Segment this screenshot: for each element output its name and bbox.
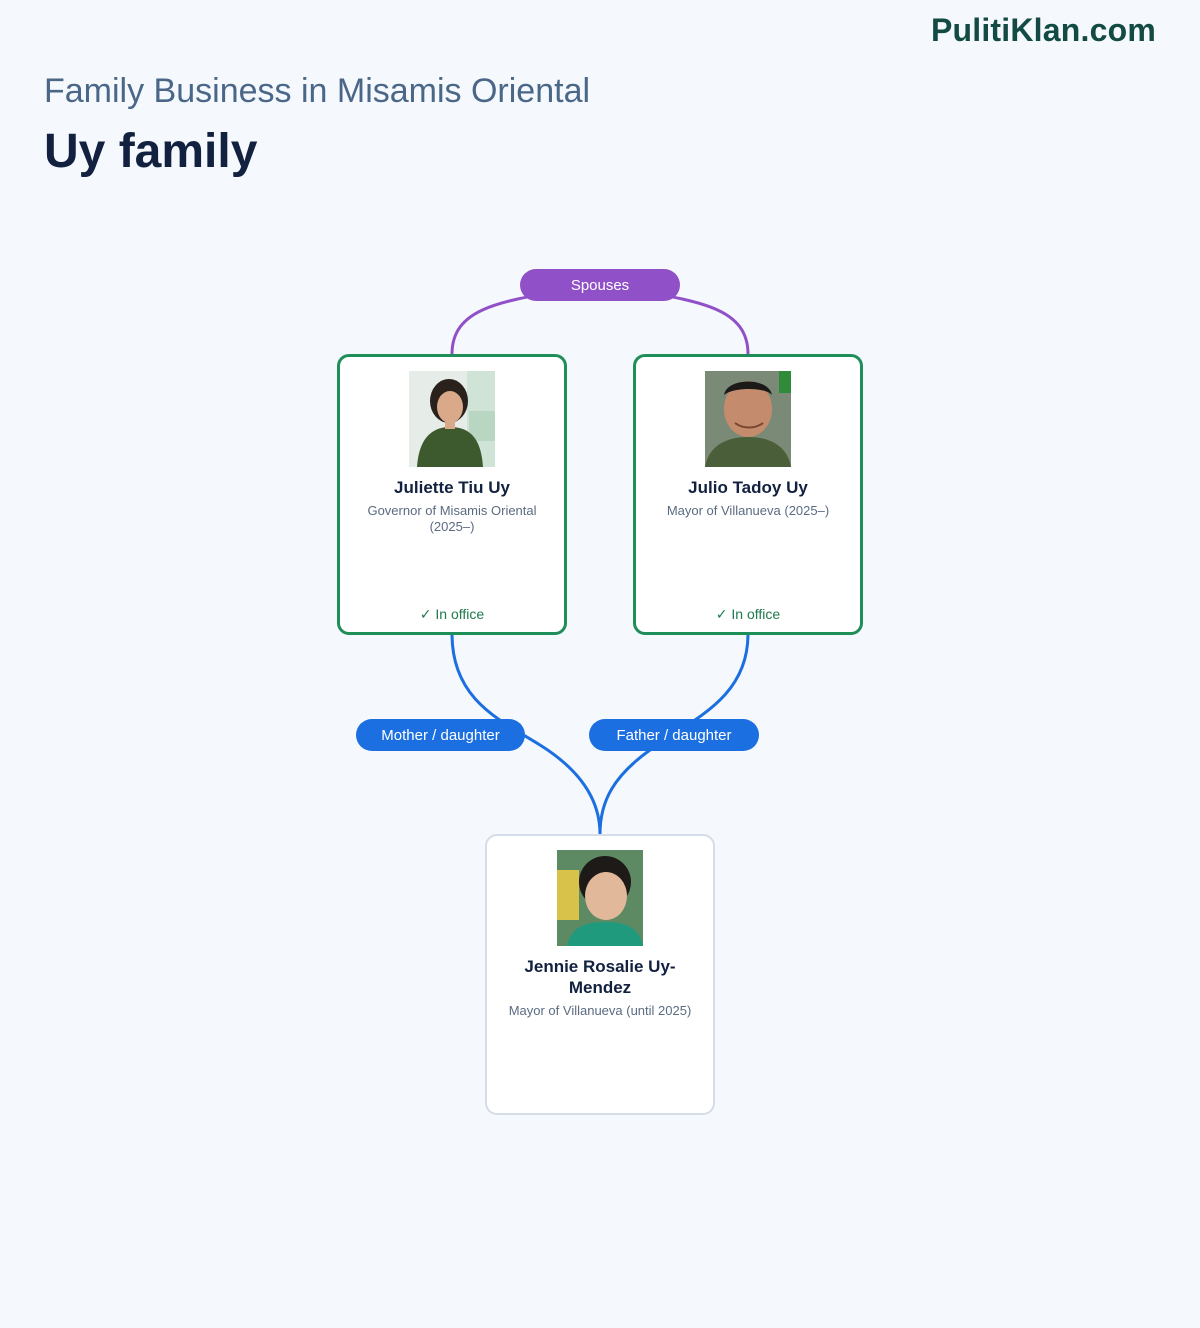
in-office-status: ✓ In office [715, 606, 781, 622]
site-brand[interactable]: PulitiKlan.com [930, 12, 1156, 48]
portrait-juliette-tiu-uy [409, 371, 495, 467]
in-office-status: ✓ In office [419, 606, 485, 622]
person-card-jennie-rosalie-uy-mendez[interactable]: Jennie Rosalie Uy-Mendez Mayor of Villan… [485, 834, 715, 1115]
person-role: Mayor of Villanueva (2025–) [666, 503, 830, 518]
spouses-label: Spouses [520, 269, 680, 301]
portrait-julio-tadoy-uy [705, 371, 791, 467]
father-daughter-label: Father / daughter [589, 719, 759, 751]
person-card-juliette-tiu-uy[interactable]: Juliette Tiu Uy Governor of Misamis Orie… [337, 354, 567, 635]
person-name: Juliette Tiu Uy [394, 478, 510, 497]
mother-daughter-label: Mother / daughter [356, 719, 525, 751]
person-name: Julio Tadoy Uy [688, 478, 808, 497]
portrait-jennie-rosalie-uy-mendez [557, 850, 643, 946]
person-name: Jennie Rosalie Uy-Mendez [524, 957, 676, 997]
page-subtitle: Family Business in Misamis Oriental [44, 72, 591, 110]
page-title: Uy family [44, 125, 258, 178]
mother-daughter-connector [450, 633, 602, 835]
person-role: Governor of Misamis Oriental (2025–) [367, 503, 537, 534]
person-role: Mayor of Villanueva (until 2025) [508, 1003, 692, 1018]
person-card-julio-tadoy-uy[interactable]: Julio Tadoy Uy Mayor of Villanueva (2025… [633, 354, 863, 635]
